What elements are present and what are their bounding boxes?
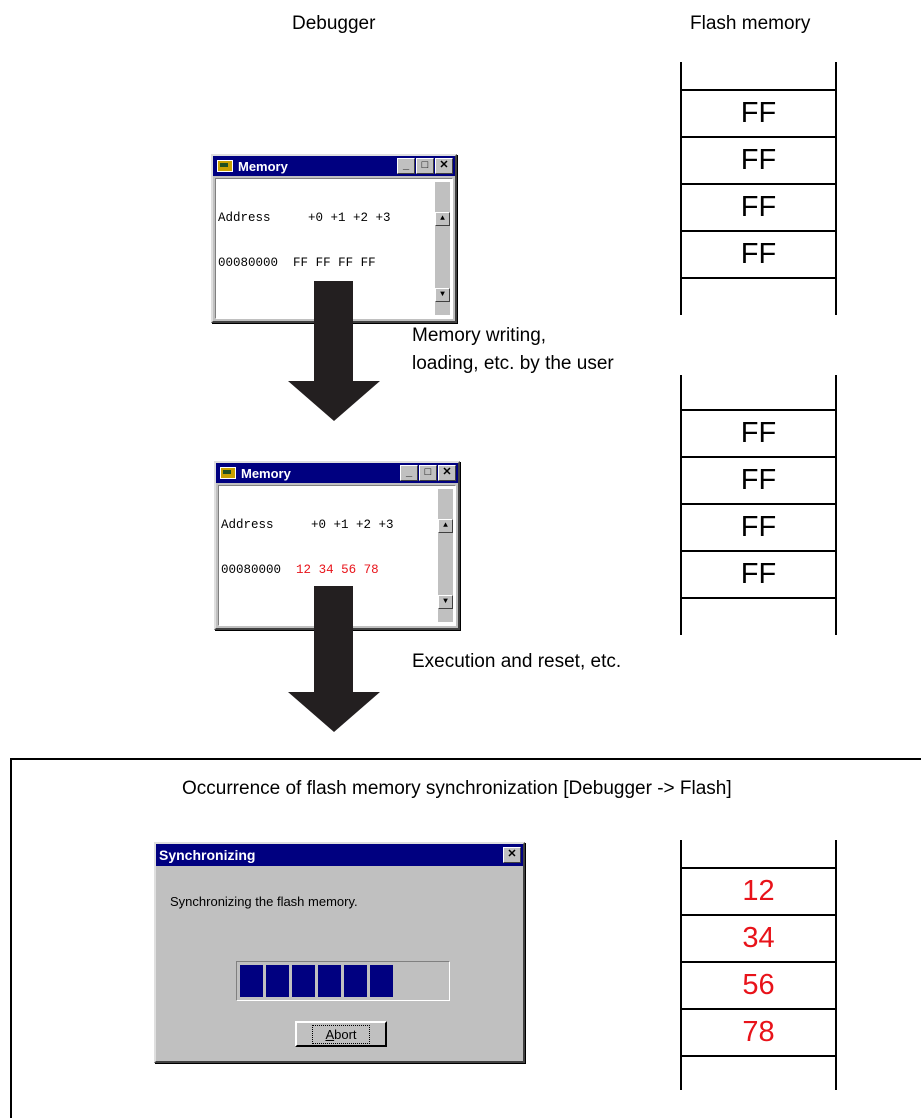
progress-segment <box>370 965 393 997</box>
dialog-titlebar[interactable]: Synchronizing ✕ <box>156 844 523 866</box>
step1-caption-line2: loading, etc. by the user <box>412 353 614 374</box>
minimize-icon[interactable]: _ <box>400 465 418 481</box>
memory-address: 00080000 <box>221 563 282 577</box>
flash-cell: FF <box>740 464 777 496</box>
synchronizing-dialog[interactable]: Synchronizing ✕ Synchronizing the flash … <box>154 842 525 1063</box>
memory-value: FF <box>338 256 354 270</box>
memory-header-row: Address +0 +1 +2 +3 <box>218 211 391 225</box>
scroll-up-icon[interactable]: ▲ <box>438 519 453 533</box>
progress-bar <box>236 961 450 1001</box>
flash-memory-header: Flash memory <box>690 13 811 34</box>
abort-button[interactable]: Abort <box>295 1021 387 1047</box>
progress-segment <box>318 965 341 997</box>
panel-title: Occurrence of flash memory synchronizati… <box>182 778 732 799</box>
memory-value-changed: 56 <box>341 563 357 577</box>
memory-value: FF <box>293 256 309 270</box>
maximize-icon[interactable]: □ <box>416 158 434 174</box>
memory-value: FF <box>315 256 331 270</box>
scroll-up-icon[interactable]: ▲ <box>435 212 450 226</box>
flash-cell: FF <box>740 417 777 449</box>
progress-segment <box>292 965 315 997</box>
flash-memory-column-before: FF FF FF FF <box>680 62 837 315</box>
memory-window-icon <box>217 160 233 172</box>
scrollbar[interactable]: ▲ ▼ <box>438 489 453 622</box>
minimize-icon[interactable]: _ <box>397 158 415 174</box>
flash-cell: FF <box>740 97 777 129</box>
close-icon[interactable]: ✕ <box>435 158 453 174</box>
dialog-message: Synchronizing the flash memory. <box>170 894 358 909</box>
flash-cell: FF <box>740 191 777 223</box>
flash-cell: FF <box>740 144 777 176</box>
memory-value: FF <box>360 256 376 270</box>
down-arrow-2 <box>288 586 380 732</box>
flash-cell-updated: 78 <box>742 1016 775 1048</box>
scrollbar[interactable]: ▲ ▼ <box>435 182 450 315</box>
close-icon[interactable]: ✕ <box>438 465 456 481</box>
memory-header-row: Address +0 +1 +2 +3 <box>221 518 394 532</box>
flash-cell: FF <box>740 238 777 270</box>
memory-window-titlebar[interactable]: Memory _ □ ✕ <box>216 463 458 483</box>
memory-value-changed: 12 <box>296 563 312 577</box>
flash-cell: FF <box>740 511 777 543</box>
memory-data-row: 00080000 FF FF FF FF <box>218 256 428 271</box>
memory-window-title: Memory <box>238 158 288 174</box>
memory-address: 00080000 <box>218 256 279 270</box>
progress-segment <box>344 965 367 997</box>
progress-segment <box>240 965 263 997</box>
flash-cell: FF <box>740 558 777 590</box>
down-arrow-1 <box>288 281 380 421</box>
flash-memory-column-synchronized: 12 34 56 78 <box>680 840 837 1090</box>
scroll-down-icon[interactable]: ▼ <box>435 288 450 302</box>
flash-cell-updated: 56 <box>742 969 775 1001</box>
memory-value-changed: 34 <box>318 563 334 577</box>
step2-caption: Execution and reset, etc. <box>412 651 622 672</box>
memory-window-titlebar[interactable]: Memory _ □ ✕ <box>213 156 455 176</box>
scroll-down-icon[interactable]: ▼ <box>438 595 453 609</box>
flash-cell-updated: 12 <box>742 875 775 907</box>
memory-window-title: Memory <box>241 465 291 481</box>
close-icon[interactable]: ✕ <box>503 847 521 863</box>
dialog-title: Synchronizing <box>159 847 256 863</box>
step1-caption-line1: Memory writing, <box>412 325 547 346</box>
abort-button-label: Abort <box>312 1024 370 1044</box>
memory-data-row: 00080000 12 34 56 78 <box>221 563 431 578</box>
flash-memory-column-after-write: FF FF FF FF <box>680 375 837 635</box>
flash-cell-updated: 34 <box>742 922 775 954</box>
memory-value-changed: 78 <box>363 563 379 577</box>
step1-caption: Memory writing, loading, etc. by the use… <box>412 322 614 378</box>
debugger-header: Debugger <box>292 13 376 34</box>
progress-segment <box>266 965 289 997</box>
synchronization-panel <box>10 758 921 1118</box>
maximize-icon[interactable]: □ <box>419 465 437 481</box>
memory-window-icon <box>220 467 236 479</box>
